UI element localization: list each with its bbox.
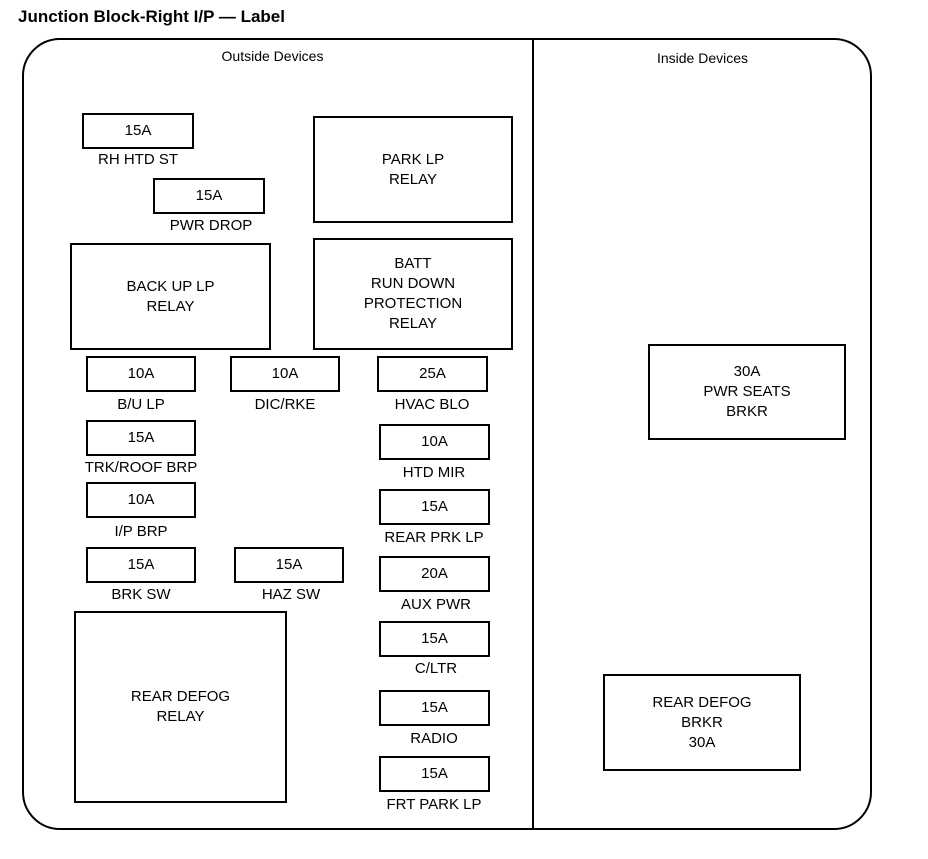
fuse-label: I/P BRP <box>114 523 168 540</box>
junction-block-outline <box>22 38 872 830</box>
fuse-ip-brp: 10A <box>86 482 196 518</box>
fuse-rating: 15A <box>421 699 448 716</box>
fuse-label: AUX PWR <box>400 596 471 613</box>
fuse-label: HTD MIR <box>402 464 466 481</box>
relay-back-up-lp: BACK UP LP RELAY <box>70 243 271 350</box>
outside-devices-heading: Outside Devices <box>221 48 324 64</box>
fuse-label: C/LTR <box>414 660 458 677</box>
fuse-rating: 15A <box>127 429 155 446</box>
breaker-rear-defog: REAR DEFOG BRKR 30A <box>603 674 801 771</box>
fuse-frt-park-lp: 15A <box>379 756 490 792</box>
fuse-label: B/U LP <box>117 396 165 413</box>
inside-devices-heading: Inside Devices <box>656 50 749 66</box>
relay-batt-run-down-protection: BATT RUN DOWN PROTECTION RELAY <box>313 238 513 350</box>
fuse-dic-rke: 10A <box>230 356 340 392</box>
fuse-label: HAZ SW <box>261 586 321 603</box>
fuse-rating: 15A <box>421 498 448 515</box>
fuse-aux-pwr: 20A <box>379 556 490 592</box>
fuse-label: RADIO <box>410 730 458 747</box>
fuse-rating: 20A <box>421 565 448 582</box>
fuse-rating: 15A <box>124 122 152 139</box>
relay-label: PARK LP RELAY <box>381 150 445 188</box>
relay-rear-defog: REAR DEFOG RELAY <box>74 611 287 803</box>
fuse-rating: 15A <box>127 556 155 573</box>
fuse-label: BRK SW <box>111 586 171 603</box>
fuse-label: RH HTD ST <box>98 151 178 168</box>
fuse-bu-lp: 10A <box>86 356 196 392</box>
fuse-rating: 25A <box>419 365 446 382</box>
fuse-label: FRT PARK LP <box>386 796 482 813</box>
fuse-label: PWR DROP <box>169 217 253 234</box>
relay-label: BACK UP LP RELAY <box>126 277 215 315</box>
diagram-title: Junction Block-Right I/P — Label <box>18 7 285 26</box>
fuse-rating: 15A <box>421 630 448 647</box>
fuse-label: DIC/RKE <box>254 396 316 413</box>
fuse-label: REAR PRK LP <box>384 529 484 546</box>
fuse-rating: 10A <box>421 433 448 450</box>
relay-label: BATT RUN DOWN PROTECTION RELAY <box>363 255 463 332</box>
fuse-rating: 10A <box>127 365 155 382</box>
fuse-rating: 15A <box>195 187 223 204</box>
fuse-rh-htd-st: 15A <box>82 113 194 149</box>
breaker-label: 30A PWR SEATS BRKR <box>703 363 791 420</box>
fuse-radio: 15A <box>379 690 490 726</box>
panel-divider <box>532 39 534 829</box>
fuse-rating: 10A <box>271 365 299 382</box>
fuse-rating: 10A <box>127 491 155 508</box>
fuse-hvac-blo: 25A <box>377 356 488 392</box>
relay-park-lp: PARK LP RELAY <box>313 116 513 223</box>
fuse-brk-sw: 15A <box>86 547 196 583</box>
breaker-pwr-seats: 30A PWR SEATS BRKR <box>648 344 846 440</box>
fuse-label: HVAC BLO <box>394 396 470 413</box>
breaker-label: REAR DEFOG BRKR 30A <box>652 693 752 751</box>
fuse-rating: 15A <box>421 765 448 782</box>
fuse-rating: 15A <box>275 556 303 573</box>
fuse-rear-prk-lp: 15A <box>379 489 490 525</box>
fuse-trk-roof-brp: 15A <box>86 420 196 456</box>
fuse-haz-sw: 15A <box>234 547 344 583</box>
fuse-c-ltr: 15A <box>379 621 490 657</box>
fuse-htd-mir: 10A <box>379 424 490 460</box>
fuse-label: TRK/ROOF BRP <box>84 459 198 476</box>
relay-label: REAR DEFOG RELAY <box>130 688 231 725</box>
fuse-pwr-drop: 15A <box>153 178 265 214</box>
